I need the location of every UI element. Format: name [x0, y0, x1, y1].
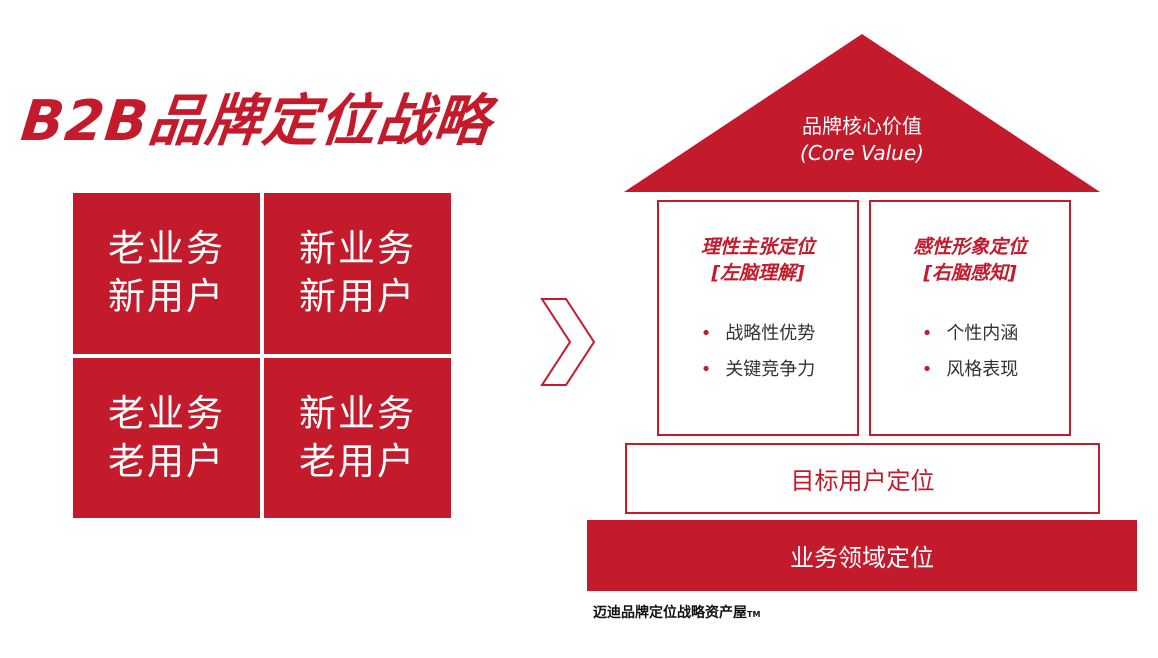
matrix-cell-line2: 老用户 — [299, 439, 416, 483]
caption-text: 迈迪品牌定位战略资产屋 — [593, 605, 747, 621]
list-item: • 个性内涵 — [871, 316, 1069, 352]
list-item-label: 个性内涵 — [946, 323, 1019, 344]
pillar-title-sub: [右脑感知] — [923, 262, 1017, 284]
matrix-cell-line1: 老业务 — [108, 391, 225, 435]
list-item: • 关键竞争力 — [659, 352, 857, 388]
list-item: • 风格表现 — [871, 352, 1069, 388]
matrix-cell-line2: 新用户 — [299, 275, 416, 319]
target-user-band: 目标用户定位 — [625, 443, 1100, 514]
list-item: • 战略性优势 — [659, 316, 857, 352]
matrix-cell-line2: 新用户 — [108, 275, 225, 319]
chevron-right-icon — [540, 298, 596, 386]
matrix-cell-line1: 新业务 — [299, 391, 416, 435]
list-item-label: 战略性优势 — [725, 323, 816, 344]
core-value-label: 品牌核心价值 — [802, 114, 922, 138]
dot-bullet-icon: • — [921, 359, 933, 380]
pillar-title-main: 感性形象定位 — [912, 236, 1027, 258]
list-item-label: 风格表现 — [946, 359, 1019, 380]
house-roof — [624, 34, 1100, 192]
page-title: B2B品牌定位战略 — [18, 89, 495, 154]
dot-bullet-icon: • — [700, 323, 712, 344]
core-value-label-en: (Core Value) — [800, 141, 924, 165]
roof-label-group: 品牌核心价值 (Core Value) — [624, 112, 1100, 166]
matrix-cell-new-business-new-users: 新业务 新用户 — [264, 193, 451, 354]
list-item-label: 关键竞争力 — [725, 359, 816, 380]
matrix-cell-line1: 老业务 — [108, 227, 225, 271]
pillar-item-list: • 战略性优势 • 关键竞争力 — [659, 316, 857, 388]
matrix-cell-old-business-new-users: 老业务 新用户 — [73, 193, 260, 354]
dot-bullet-icon: • — [700, 359, 712, 380]
matrix-cell-line1: 新业务 — [299, 227, 416, 271]
business-domain-band: 业务领域定位 — [587, 520, 1137, 591]
business-user-matrix: 老业务 新用户 新业务 新用户 老业务 老用户 新业务 老用户 — [73, 193, 451, 518]
pillar-title: 感性形象定位 [右脑感知] — [871, 234, 1069, 286]
pillar-title-main: 理性主张定位 — [700, 236, 815, 258]
pillar-title-sub: [左脑理解] — [711, 262, 805, 284]
pillar-rational-positioning: 理性主张定位 [左脑理解] • 战略性优势 • 关键竞争力 — [657, 200, 859, 436]
pillar-emotional-positioning: 感性形象定位 [右脑感知] • 个性内涵 • 风格表现 — [869, 200, 1071, 436]
dot-bullet-icon: • — [921, 323, 933, 344]
diagram-caption: 迈迪品牌定位战略资产屋TM — [593, 602, 760, 622]
pillar-item-list: • 个性内涵 • 风格表现 — [871, 316, 1069, 388]
trademark-mark: TM — [747, 610, 761, 619]
pillar-title: 理性主张定位 [左脑理解] — [659, 234, 857, 286]
matrix-cell-new-business-old-users: 新业务 老用户 — [264, 357, 451, 518]
matrix-cell-line2: 老用户 — [108, 439, 225, 483]
matrix-cell-old-business-old-users: 老业务 老用户 — [73, 357, 260, 518]
